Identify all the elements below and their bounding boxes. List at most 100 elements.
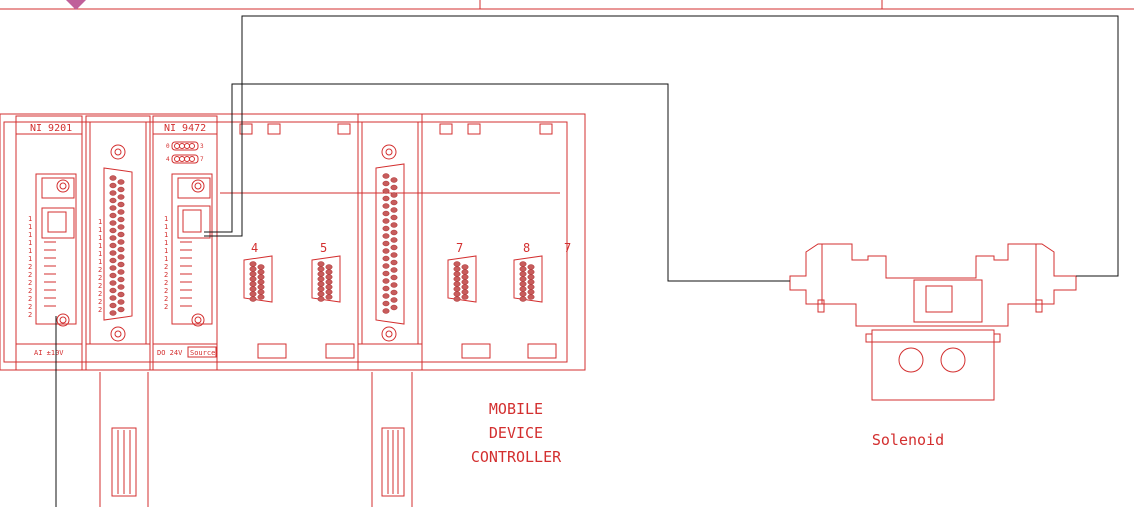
connector-pin [109,295,117,301]
svg-text:2: 2 [164,279,168,287]
mount-bracket-right [371,372,413,507]
connector-pin [390,199,398,206]
svg-text:2: 2 [28,287,32,295]
connector-pin [117,216,125,223]
connector-pin [109,302,117,309]
port-slot-5: 5 [311,241,341,303]
connector-pin [249,296,257,302]
connector-pin [109,280,117,286]
connector-pin [325,289,333,295]
connector-pin [117,224,125,230]
connector-pin [257,294,265,300]
connector-pin [117,246,125,253]
connector-pin [461,284,469,290]
connector-pin [382,233,390,239]
connector-pin [382,270,390,277]
connector-pin [317,296,325,302]
svg-text:1: 1 [164,231,168,239]
module-ni-9201: NI 9201 AI ±10V 111 111 222 222 2 [15,115,83,371]
connector-pin [382,173,390,179]
slot-extra-number: 7 [564,241,571,255]
led-label-4: 4 [166,156,170,163]
wires [55,15,1119,507]
solenoid-valve: Solenoid [789,243,1077,449]
connector-pin [249,281,257,287]
module-db37-left: 111 111 222 222 [85,115,151,371]
svg-text:2: 2 [98,306,102,314]
slot-4-number: 4 [251,241,258,255]
connector-pin [390,184,398,191]
connector-pin [249,276,257,282]
connector-pin [117,254,125,260]
connector-pin [519,266,527,272]
connector-pin [390,252,398,258]
connector-pin [117,306,125,313]
svg-text:2: 2 [28,271,32,279]
connector-pin [519,271,527,277]
connector-pin [109,265,117,271]
svg-text:1: 1 [164,223,168,231]
connector-pin [390,207,398,213]
svg-text:1: 1 [98,234,102,242]
module-ni-9472: NI 9472 DO 24V Source 0 3 4 7 111 111 [152,115,218,371]
connector-pin [109,272,117,279]
connector-pin [117,261,125,268]
svg-text:2: 2 [164,295,168,303]
connector-pin [117,209,125,215]
connector-pin [109,182,117,189]
svg-text:1: 1 [28,215,32,223]
connector-pin [325,274,333,280]
connector-pin [382,240,390,247]
port-slot-7: 7 [447,241,477,303]
connector-pin [390,297,398,303]
title-bar [0,0,1134,10]
svg-text:2: 2 [28,263,32,271]
connector-pin [390,259,398,266]
module-3-name: NI 9472 [164,123,206,134]
slot-8-number: 8 [523,241,530,255]
connector-pin [117,276,125,283]
connector-pin [390,274,398,281]
connector-pin [390,214,398,221]
connector-pin [390,244,398,251]
svg-text:1: 1 [98,250,102,258]
connector-pin [382,225,390,232]
connector-pin [325,284,333,290]
connector-pin [527,289,535,295]
connector-pin [453,291,461,297]
slot-5-number: 5 [320,241,327,255]
connector-pin [317,261,325,267]
connector-pin [117,201,125,208]
connector-pin [325,264,333,270]
connector-pin [519,291,527,297]
svg-text:1: 1 [28,247,32,255]
connector-pin [519,281,527,287]
connector-pin [390,267,398,273]
connector-pin [109,190,117,196]
connector-pin [109,242,117,249]
connector-pin [109,220,117,226]
connector-pin [453,286,461,292]
controller-label: MOBILE DEVICE CONTROLLER [471,400,562,466]
controller-label-line-1: MOBILE [489,400,543,418]
connector-pin [249,271,257,277]
svg-text:2: 2 [164,303,168,311]
connector-pin [257,279,265,285]
connector-pin [461,279,469,285]
svg-text:2: 2 [28,279,32,287]
connector-pin [117,299,125,305]
connector-pin [519,296,527,302]
led-label-7: 7 [200,156,204,163]
connector-pin [382,308,390,314]
svg-text:2: 2 [98,282,102,290]
connector-pin [390,304,398,311]
svg-text:2: 2 [28,303,32,311]
connector-pin [109,257,117,264]
svg-text:2: 2 [98,266,102,274]
connector-pin [519,276,527,282]
connector-pin [390,289,398,296]
wire-inner [204,83,790,282]
connector-pin [527,269,535,275]
controller-label-line-2: DEVICE [489,424,543,442]
